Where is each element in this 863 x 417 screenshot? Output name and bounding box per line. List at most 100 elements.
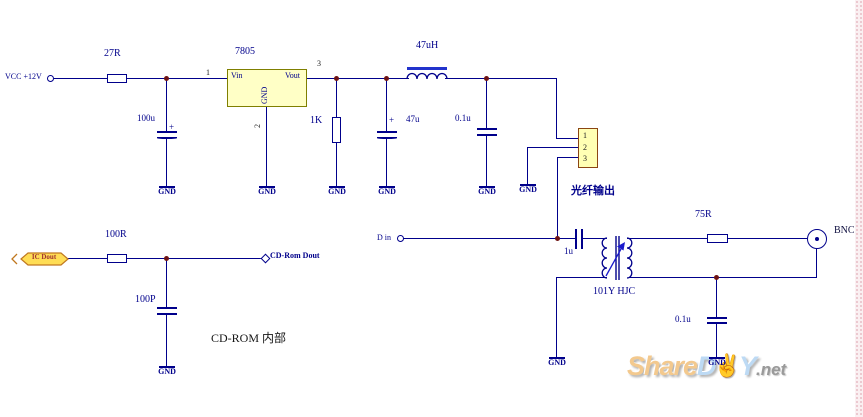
regulator-vin-label: Vin bbox=[231, 71, 243, 80]
flag-shape bbox=[20, 252, 69, 266]
cap-100u-label: 100u bbox=[137, 113, 155, 123]
wire bbox=[716, 277, 717, 317]
gnd-symbol bbox=[549, 357, 565, 359]
wire bbox=[266, 107, 267, 186]
junction-dot bbox=[555, 236, 560, 241]
pin-3-label: 3 bbox=[317, 59, 321, 68]
cap-plate bbox=[477, 128, 497, 130]
gnd-label: GND bbox=[158, 187, 176, 196]
gnd-label: GND bbox=[158, 367, 176, 376]
resistor-1k-label: 1K bbox=[310, 115, 323, 126]
resistor-27r-label: 27R bbox=[104, 48, 121, 59]
cap-47u-plus: + bbox=[389, 115, 395, 125]
junction-dot bbox=[164, 76, 169, 81]
fiber-connector bbox=[578, 128, 598, 168]
inductor-coil bbox=[406, 72, 448, 80]
cap-47u-label: 47u bbox=[406, 114, 420, 124]
transformer-adjust-arrow bbox=[605, 248, 622, 277]
cap-plate bbox=[377, 137, 397, 139]
resistor-1k bbox=[332, 117, 341, 143]
resistor-27r bbox=[107, 74, 127, 83]
wire bbox=[528, 147, 578, 148]
wire bbox=[728, 238, 807, 239]
wire bbox=[527, 147, 528, 185]
wire bbox=[54, 78, 107, 79]
wire bbox=[67, 258, 107, 259]
junction-dot bbox=[714, 275, 719, 280]
wire bbox=[716, 324, 717, 357]
wire bbox=[556, 277, 557, 357]
watermark-y: Y bbox=[738, 351, 757, 381]
cdrom-dout-label: CD-Rom Dout bbox=[270, 251, 320, 260]
wire bbox=[127, 258, 262, 259]
wire bbox=[386, 78, 387, 131]
cap-plate bbox=[707, 317, 727, 319]
gnd-label: GND bbox=[519, 185, 537, 194]
gnd-symbol bbox=[479, 186, 495, 188]
cap-1u-label: 1u bbox=[564, 246, 573, 256]
cap-plate bbox=[157, 137, 177, 139]
gnd-symbol bbox=[520, 184, 536, 186]
wire bbox=[556, 138, 578, 139]
watermark-net: .net bbox=[755, 360, 787, 379]
wire bbox=[307, 78, 409, 79]
cap-plate bbox=[477, 134, 497, 136]
wire bbox=[486, 78, 487, 128]
gnd-label: GND bbox=[548, 358, 566, 367]
wire bbox=[166, 78, 167, 131]
vcc-label: VCC +12V bbox=[5, 72, 42, 81]
gnd-symbol bbox=[709, 357, 725, 359]
transformer-label: 101Y HJC bbox=[593, 286, 636, 297]
wire bbox=[166, 259, 167, 307]
gnd-label: GND bbox=[378, 187, 396, 196]
gnd-symbol bbox=[159, 186, 175, 188]
resistor-100r-label: 100R bbox=[105, 229, 127, 240]
cap-plate bbox=[157, 131, 177, 133]
gnd-symbol bbox=[329, 186, 345, 188]
wire bbox=[336, 143, 337, 186]
wire bbox=[627, 238, 707, 239]
bnc-center-pin bbox=[815, 237, 819, 241]
wire bbox=[629, 277, 817, 278]
cap-01u-bottom-label: 0.1u bbox=[675, 314, 691, 324]
fiber-pin-3: 3 bbox=[583, 154, 587, 163]
chevron-left-icon bbox=[11, 253, 18, 265]
ic-dout-label: IC Dout bbox=[31, 253, 57, 261]
regulator-7805 bbox=[227, 69, 307, 107]
gnd-label: GND bbox=[258, 187, 276, 196]
junction-dot bbox=[384, 76, 389, 81]
d-in-terminal bbox=[397, 235, 404, 242]
cap-plate bbox=[575, 229, 577, 249]
gnd-symbol bbox=[159, 366, 175, 368]
cap-plate bbox=[707, 322, 727, 324]
regulator-gnd-label: GND bbox=[260, 86, 269, 104]
inductor-47uh-label: 47uH bbox=[416, 40, 439, 51]
resistor-100r bbox=[107, 254, 127, 263]
cdrom-dout-terminal bbox=[260, 253, 271, 264]
wire bbox=[556, 78, 557, 139]
regulator-vout-label: Vout bbox=[285, 71, 300, 80]
cap-01u-label: 0.1u bbox=[455, 113, 471, 123]
cap-plate bbox=[157, 313, 177, 315]
junction-dot bbox=[334, 76, 339, 81]
cdrom-internal-label: CD-ROM 内部 bbox=[211, 331, 287, 345]
cap-plate bbox=[377, 131, 397, 133]
bnc-label: BNC bbox=[834, 225, 855, 236]
wire bbox=[127, 78, 227, 79]
wire bbox=[557, 277, 607, 278]
gnd-label: GND bbox=[478, 187, 496, 196]
fiber-output-label: 光纤输出 bbox=[571, 185, 615, 197]
wire bbox=[403, 238, 575, 239]
wire bbox=[583, 238, 607, 239]
transformer-arrow-head bbox=[617, 242, 625, 251]
transformer-primary-coil bbox=[601, 237, 608, 279]
inductor-47uh bbox=[406, 67, 448, 80]
fiber-pin-2: 2 bbox=[583, 143, 587, 152]
wire bbox=[166, 139, 167, 186]
right-edge-texture bbox=[855, 0, 863, 417]
wire bbox=[557, 157, 578, 158]
wire bbox=[166, 315, 167, 367]
fiber-pin-1: 1 bbox=[583, 131, 587, 140]
ic-dout-port-flag bbox=[11, 252, 69, 266]
